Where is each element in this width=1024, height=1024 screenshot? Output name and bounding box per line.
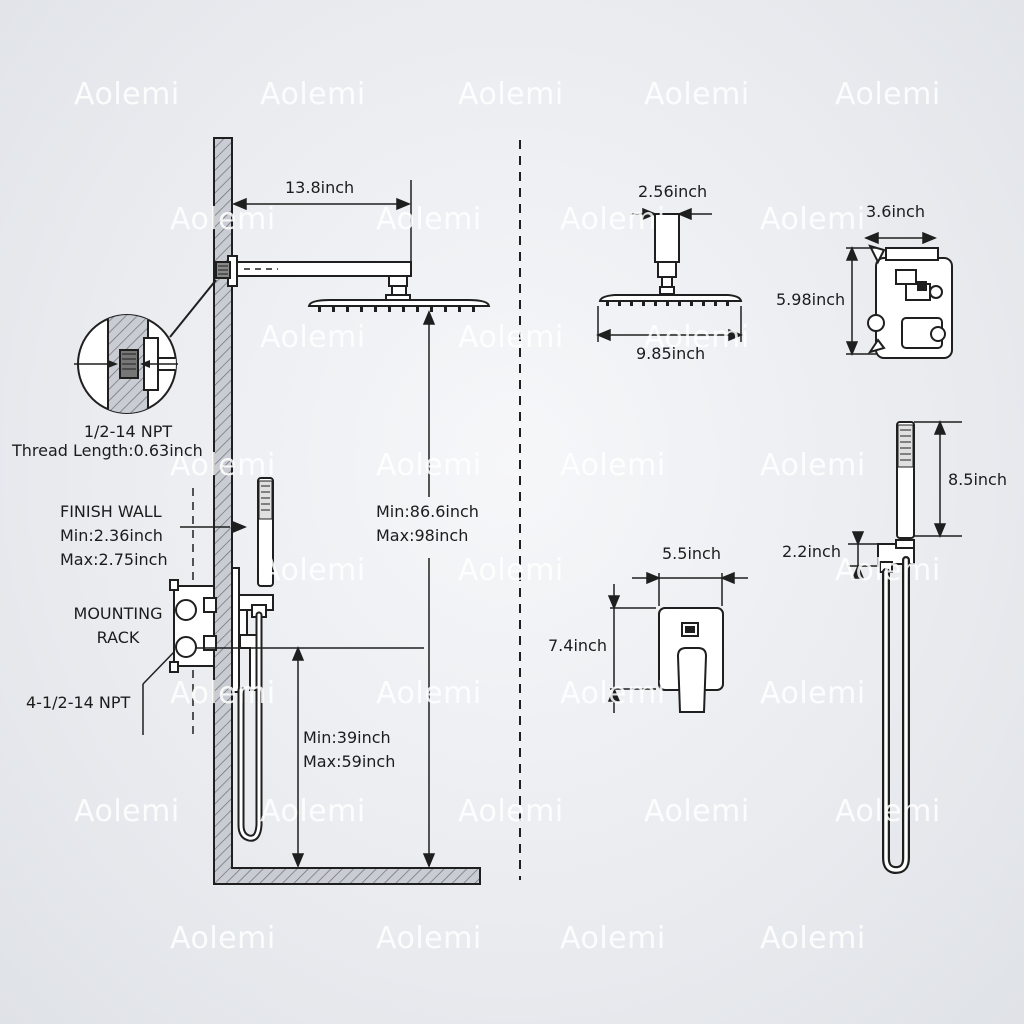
mounting-rack-label: MOUNTING <box>73 604 163 623</box>
inlet-spec-label: 4-1/2-14 NPT <box>26 693 131 712</box>
watermark: Aolemi <box>458 77 564 112</box>
valve-height-label: 5.98inch <box>776 290 846 309</box>
hand-shower-left <box>238 477 274 618</box>
watermark: Aolemi <box>376 921 482 956</box>
watermark: Aolemi <box>835 553 941 588</box>
watermark: Aolemi <box>260 553 366 588</box>
watermark: Aolemi <box>644 320 750 355</box>
watermark: Aolemi <box>170 448 276 483</box>
watermark: Aolemi <box>835 794 941 829</box>
shower-arm-assembly <box>215 255 491 307</box>
thread-length-label: Thread Length:0.63inch <box>12 441 203 460</box>
plate-width-label: 5.5inch <box>662 544 721 563</box>
watermark: Aolemi <box>760 202 866 237</box>
valve-height-dimension <box>196 646 424 868</box>
valve-height-max-label: Max:59inch <box>303 752 396 771</box>
shower-head-right <box>598 213 743 302</box>
watermark: Aolemi <box>560 448 666 483</box>
watermark: Aolemi <box>560 921 666 956</box>
plate-height-label: 7.4inch <box>548 636 607 655</box>
wall-section <box>213 137 481 885</box>
inlet-leader <box>142 651 175 735</box>
finish-wall-title: FINISH WALL <box>60 502 162 521</box>
shower-head-right-nozzles <box>606 301 729 306</box>
watermark: Aolemi <box>74 794 180 829</box>
thread-detail-callout <box>74 279 217 414</box>
hose-right-inner <box>884 558 908 872</box>
head-dimensions <box>596 207 743 342</box>
valve-dimensions <box>845 231 937 356</box>
watermark: Aolemi <box>376 676 482 711</box>
watermark: Aolemi <box>560 202 666 237</box>
watermark: Aolemi <box>644 794 750 829</box>
watermark: Aolemi <box>644 77 750 112</box>
thread-spec-label: 1/2-14 NPT <box>83 422 173 441</box>
watermark: Aolemi <box>260 77 366 112</box>
handshower-dimensions <box>848 420 962 579</box>
finish-wall-arrow <box>180 520 247 534</box>
shower-height-dimension <box>422 310 436 868</box>
watermark: Aolemi <box>170 676 276 711</box>
holder-height-label: 2.2inch <box>782 542 841 561</box>
watermark: Aolemi <box>260 794 366 829</box>
watermark: Aolemi <box>376 448 482 483</box>
watermark: Aolemi <box>760 921 866 956</box>
watermark: Aolemi <box>458 553 564 588</box>
finish-wall-max-label: Max:2.75inch <box>60 550 168 569</box>
watermark: Aolemi <box>760 448 866 483</box>
watermark: Aolemi <box>74 77 180 112</box>
watermark: Aolemi <box>760 676 866 711</box>
watermark: Aolemi <box>560 676 666 711</box>
arm-length-dimension <box>232 180 412 262</box>
shower-head-nozzles <box>318 306 475 312</box>
hose-left-inner <box>239 613 261 840</box>
valve-height-min-label: Min:39inch <box>303 728 391 747</box>
watermark: Aolemi <box>260 320 366 355</box>
arm-length-label: 13.8inch <box>285 178 355 197</box>
watermark: Aolemi <box>835 77 941 112</box>
in-wall-valve-left <box>169 488 240 735</box>
shower-height-min-label: Min:86.6inch <box>376 502 479 521</box>
watermark: Aolemi <box>458 794 564 829</box>
finish-wall-min-label: Min:2.36inch <box>60 526 163 545</box>
watermark: Aolemi <box>170 202 276 237</box>
watermark: Aolemi <box>170 921 276 956</box>
trim-plate <box>658 607 724 713</box>
head-diameter-label: 9.85inch <box>636 344 706 363</box>
head-arm-width-label: 2.56inch <box>638 182 708 201</box>
plate-dimensions <box>607 571 748 713</box>
handshower-length-label: 8.5inch <box>948 470 1007 489</box>
shower-height-max-label: Max:98inch <box>376 526 469 545</box>
watermark: Aolemi <box>458 320 564 355</box>
hand-shower-right <box>877 421 915 573</box>
rough-in-valve-right <box>867 244 953 359</box>
valve-width-label: 3.6inch <box>866 202 925 221</box>
mounting-rack-label-line2: RACK <box>96 628 140 647</box>
watermark: Aolemi <box>376 202 482 237</box>
